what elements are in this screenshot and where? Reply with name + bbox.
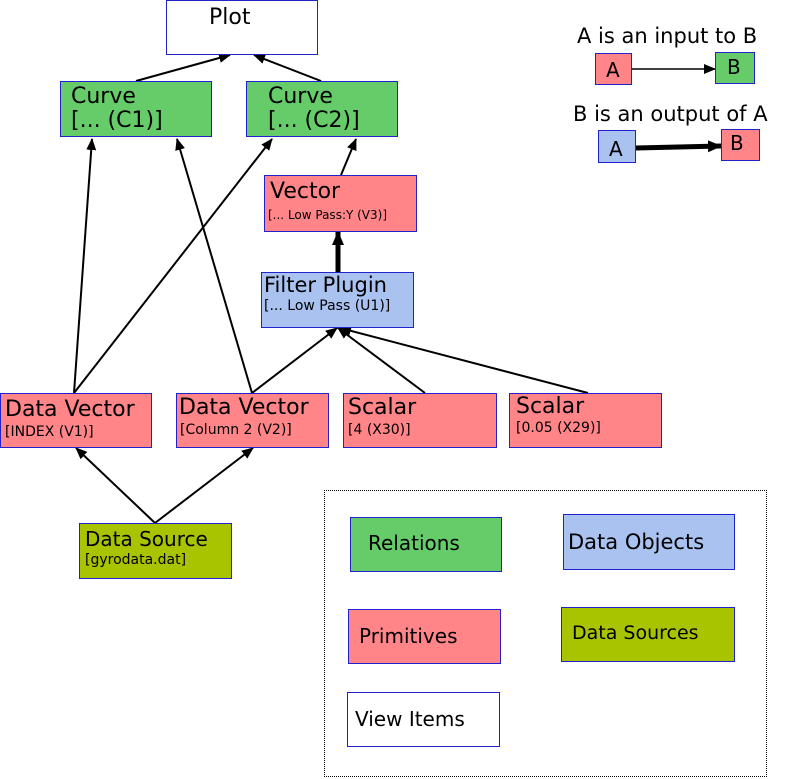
data-vector-v2-id: [Column 2 (V2)] <box>180 422 292 438</box>
data-source-id: [gyrodata.dat] <box>85 552 187 568</box>
edge-vector-curve2 <box>340 138 357 176</box>
curve-c2-title: Curve <box>268 84 333 109</box>
filter-plugin-title: Filter Plugin <box>264 273 387 297</box>
data-vector-v1-id: [INDEX (V1)] <box>5 424 94 440</box>
legend-primitives-label: Primitives <box>359 624 458 648</box>
input-legend-a-label: A <box>606 58 620 82</box>
curve-c2-node[interactable]: Curve [... (C2)] <box>246 81 398 137</box>
edge-dv2-filter <box>251 327 338 394</box>
curve-c1-id: [... (C1)] <box>71 108 163 133</box>
scalar-x29-id: [0.05 (X29)] <box>516 420 601 436</box>
scalar-x30-title: Scalar <box>348 395 417 420</box>
color-legend <box>324 490 767 777</box>
edge-source-dv2 <box>154 447 254 524</box>
output-legend-a-box: A <box>598 130 636 163</box>
output-legend-a-label: A <box>609 137 623 161</box>
plot-title: Plot <box>209 5 251 30</box>
edge-source-dv1 <box>75 447 156 524</box>
vector-v3-title: Vector <box>270 179 341 204</box>
plot-node[interactable]: Plot <box>166 0 318 55</box>
legend-relations-label: Relations <box>368 531 460 555</box>
curve-c1-title: Curve <box>71 84 136 109</box>
curve-c2-id: [... (C2)] <box>268 108 360 133</box>
scalar-x30-node[interactable]: Scalar [4 (X30)] <box>343 393 497 448</box>
scalar-x30-id: [4 (X30)] <box>348 422 411 438</box>
output-legend-b-label: B <box>730 131 744 155</box>
filter-plugin-id: [... Low Pass (U1)] <box>264 298 391 314</box>
edge-dv2-curve1 <box>175 138 253 394</box>
legend-primitives: Primitives <box>348 609 501 664</box>
output-legend-caption: B is an output of A <box>573 102 768 126</box>
edge-scalar1-filter <box>337 327 426 394</box>
input-legend-b-box: B <box>715 52 755 84</box>
data-vector-v2-node[interactable]: Data Vector [Column 2 (V2)] <box>176 393 329 448</box>
edge-curve1-plot <box>135 53 231 82</box>
vector-v3-node[interactable]: Vector [... Low Pass:Y (V3)] <box>264 175 417 232</box>
legend-relations: Relations <box>350 517 502 572</box>
data-vector-v1-node[interactable]: Data Vector [INDEX (V1)] <box>0 393 152 448</box>
filter-plugin-node[interactable]: Filter Plugin [... Low Pass (U1)] <box>261 272 414 328</box>
data-vector-v1-title: Data Vector <box>5 397 135 422</box>
scalar-x29-title: Scalar <box>516 394 585 419</box>
data-vector-v2-title: Data Vector <box>179 395 309 420</box>
legend-data-sources-label: Data Sources <box>572 622 699 644</box>
legend-data-sources: Data Sources <box>561 607 735 662</box>
scalar-x29-node[interactable]: Scalar [0.05 (X29)] <box>509 393 662 448</box>
edge-dv1-curve2 <box>73 138 273 394</box>
edge-scalar2-filter <box>339 325 589 394</box>
input-legend-b-label: B <box>727 55 741 79</box>
edge-curve2-plot <box>253 54 322 82</box>
edge-dv1-curve1 <box>73 138 97 394</box>
edge-legend-output <box>635 140 722 153</box>
data-source-title: Data Source <box>85 527 208 551</box>
data-source-node[interactable]: Data Source [gyrodata.dat] <box>79 523 232 579</box>
input-legend-a-box: A <box>595 53 632 85</box>
legend-view-items: View Items <box>347 692 500 747</box>
input-legend-caption: A is an input to B <box>577 24 758 48</box>
curve-c1-node[interactable]: Curve [... (C1)] <box>60 81 212 137</box>
output-legend-b-box: B <box>721 129 760 161</box>
legend-data-objects-label: Data Objects <box>568 530 705 554</box>
legend-view-items-label: View Items <box>355 707 465 731</box>
legend-data-objects: Data Objects <box>563 514 735 570</box>
vector-v3-id: [... Low Pass:Y (V3)] <box>268 208 388 222</box>
